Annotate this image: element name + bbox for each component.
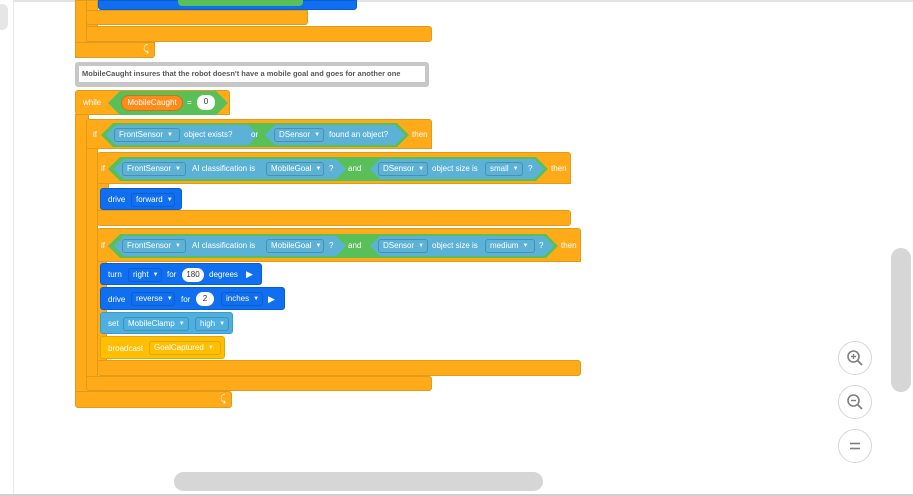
question-1: ?	[329, 164, 334, 173]
question-3: ?	[329, 241, 334, 250]
dsensor-dropdown-2[interactable]: DSensor▼	[378, 162, 428, 176]
comment-block[interactable]: MobileCaught insures that the robot does…	[75, 62, 429, 87]
ai-text-2: AI classification is	[192, 241, 256, 250]
reset-zoom-icon	[850, 442, 860, 450]
inner-if-1-bottom	[97, 210, 571, 226]
outer-if-block[interactable]: if FrontSensor▼ object exists? or DSenso…	[86, 119, 432, 149]
broadcast-keyword: broadcast	[108, 344, 144, 353]
reset-zoom-button[interactable]	[838, 429, 872, 463]
goalcaptured-dropdown[interactable]: GoalCaptured▼	[149, 341, 221, 355]
horizontal-scrollbar[interactable]	[174, 472, 543, 491]
inner-if-2-keyword: if	[101, 241, 105, 250]
gutter-tab[interactable]	[0, 4, 8, 30]
play-icon[interactable]: ▶	[268, 294, 275, 304]
turn-for-text: for	[167, 270, 177, 279]
inner-if-2-block[interactable]: if FrontSensor▼ AI classification is Mob…	[97, 228, 581, 262]
front-sensor-dropdown-2[interactable]: FrontSensor▼	[122, 162, 186, 176]
inches-dropdown[interactable]: inches▼	[221, 292, 263, 306]
left-gutter	[0, 0, 14, 496]
prev-inner-bottom	[86, 10, 308, 25]
size-dropdown-small[interactable]: small▼	[485, 162, 523, 176]
outer-if-bottom	[86, 376, 432, 391]
vertical-scrollbar[interactable]	[891, 248, 911, 392]
object-exists-text: object exists?	[184, 130, 233, 139]
play-icon[interactable]: ▶	[246, 269, 253, 279]
size-text-1: object size is	[432, 164, 478, 173]
zoom-in-icon	[847, 350, 863, 366]
zoom-in-button[interactable]	[838, 341, 872, 375]
degrees-input[interactable]: 180	[182, 268, 204, 282]
size-dropdown-medium[interactable]: medium▼	[485, 239, 535, 253]
bottom-border	[0, 494, 913, 496]
set-clamp-block[interactable]: set MobileClamp▼ high▼	[100, 312, 233, 334]
set-keyword: set	[108, 319, 119, 328]
loop-arrow-icon: ⤹	[143, 44, 149, 55]
forward-dropdown[interactable]: forward▼	[131, 193, 175, 207]
mobilegoal-dropdown-2[interactable]: MobileGoal▼	[266, 239, 324, 253]
reverse-dropdown[interactable]: reverse▼	[131, 292, 175, 306]
question-4: ?	[539, 241, 544, 250]
drive-reverse-block[interactable]: drive reverse▼ for 2 inches▼ ▶	[100, 287, 285, 310]
value-input[interactable]: 0	[197, 95, 215, 110]
mobileclamp-dropdown[interactable]: MobileClamp▼	[123, 317, 189, 331]
comment-text[interactable]: MobileCaught insures that the robot does…	[79, 66, 425, 82]
zoom-out-button[interactable]	[838, 385, 872, 419]
size-text-2: object size is	[432, 241, 478, 250]
turn-keyword: turn	[108, 270, 122, 279]
loop-arrow-icon: ⤹	[220, 394, 226, 405]
inner-if-2-bottom	[97, 360, 581, 376]
dsensor-dropdown-3[interactable]: DSensor▼	[378, 239, 428, 253]
prev-loop-end[interactable]: ⤹	[75, 42, 155, 58]
and-text-2: and	[348, 241, 362, 250]
distance-input[interactable]: 2	[196, 292, 214, 306]
question-2: ?	[528, 164, 533, 173]
prev-green-operator	[178, 0, 303, 6]
outer-then: then	[412, 130, 428, 139]
outer-if-keyword: if	[93, 130, 97, 139]
high-dropdown[interactable]: high▼	[195, 317, 229, 331]
while-keyword: while	[83, 98, 102, 107]
broadcast-block[interactable]: broadcast GoalCaptured▼	[100, 336, 225, 359]
right-dropdown[interactable]: right▼	[128, 268, 162, 282]
dsensor-dropdown-1[interactable]: DSensor▼	[274, 128, 324, 142]
mobilegoal-dropdown-1[interactable]: MobileGoal▼	[266, 162, 324, 176]
inner-if-1-keyword: if	[101, 164, 105, 173]
inner-then-1: then	[551, 164, 567, 173]
drive-forward-block[interactable]: drive forward▼	[100, 188, 182, 210]
inner-if-1-block[interactable]: if FrontSensor▼ AI classification is Mob…	[97, 152, 571, 184]
degrees-text: degrees	[209, 270, 238, 279]
inner-then-2: then	[561, 241, 577, 250]
and-text-1: and	[348, 164, 362, 173]
variable-mobilecaught[interactable]: MobileCaught	[121, 95, 183, 111]
equals-sign: =	[187, 98, 192, 107]
front-sensor-dropdown[interactable]: FrontSensor▼	[114, 128, 180, 142]
while-loop-end[interactable]: ⤹	[75, 391, 232, 408]
top-border	[13, 0, 913, 2]
while-block[interactable]: while MobileCaught = 0	[75, 90, 230, 115]
front-sensor-dropdown-3[interactable]: FrontSensor▼	[122, 239, 186, 253]
turn-right-block[interactable]: turn right▼ for 180 degrees ▶	[100, 263, 262, 285]
ai-text-1: AI classification is	[192, 164, 256, 173]
drive-keyword-1: drive	[108, 195, 126, 204]
found-object-text: found an object?	[329, 130, 389, 139]
drive-for-text: for	[181, 295, 191, 304]
prev-outer-bottom	[86, 26, 432, 42]
zoom-out-icon	[847, 394, 863, 410]
drive-keyword-2: drive	[108, 295, 126, 304]
or-text: or	[251, 130, 259, 139]
